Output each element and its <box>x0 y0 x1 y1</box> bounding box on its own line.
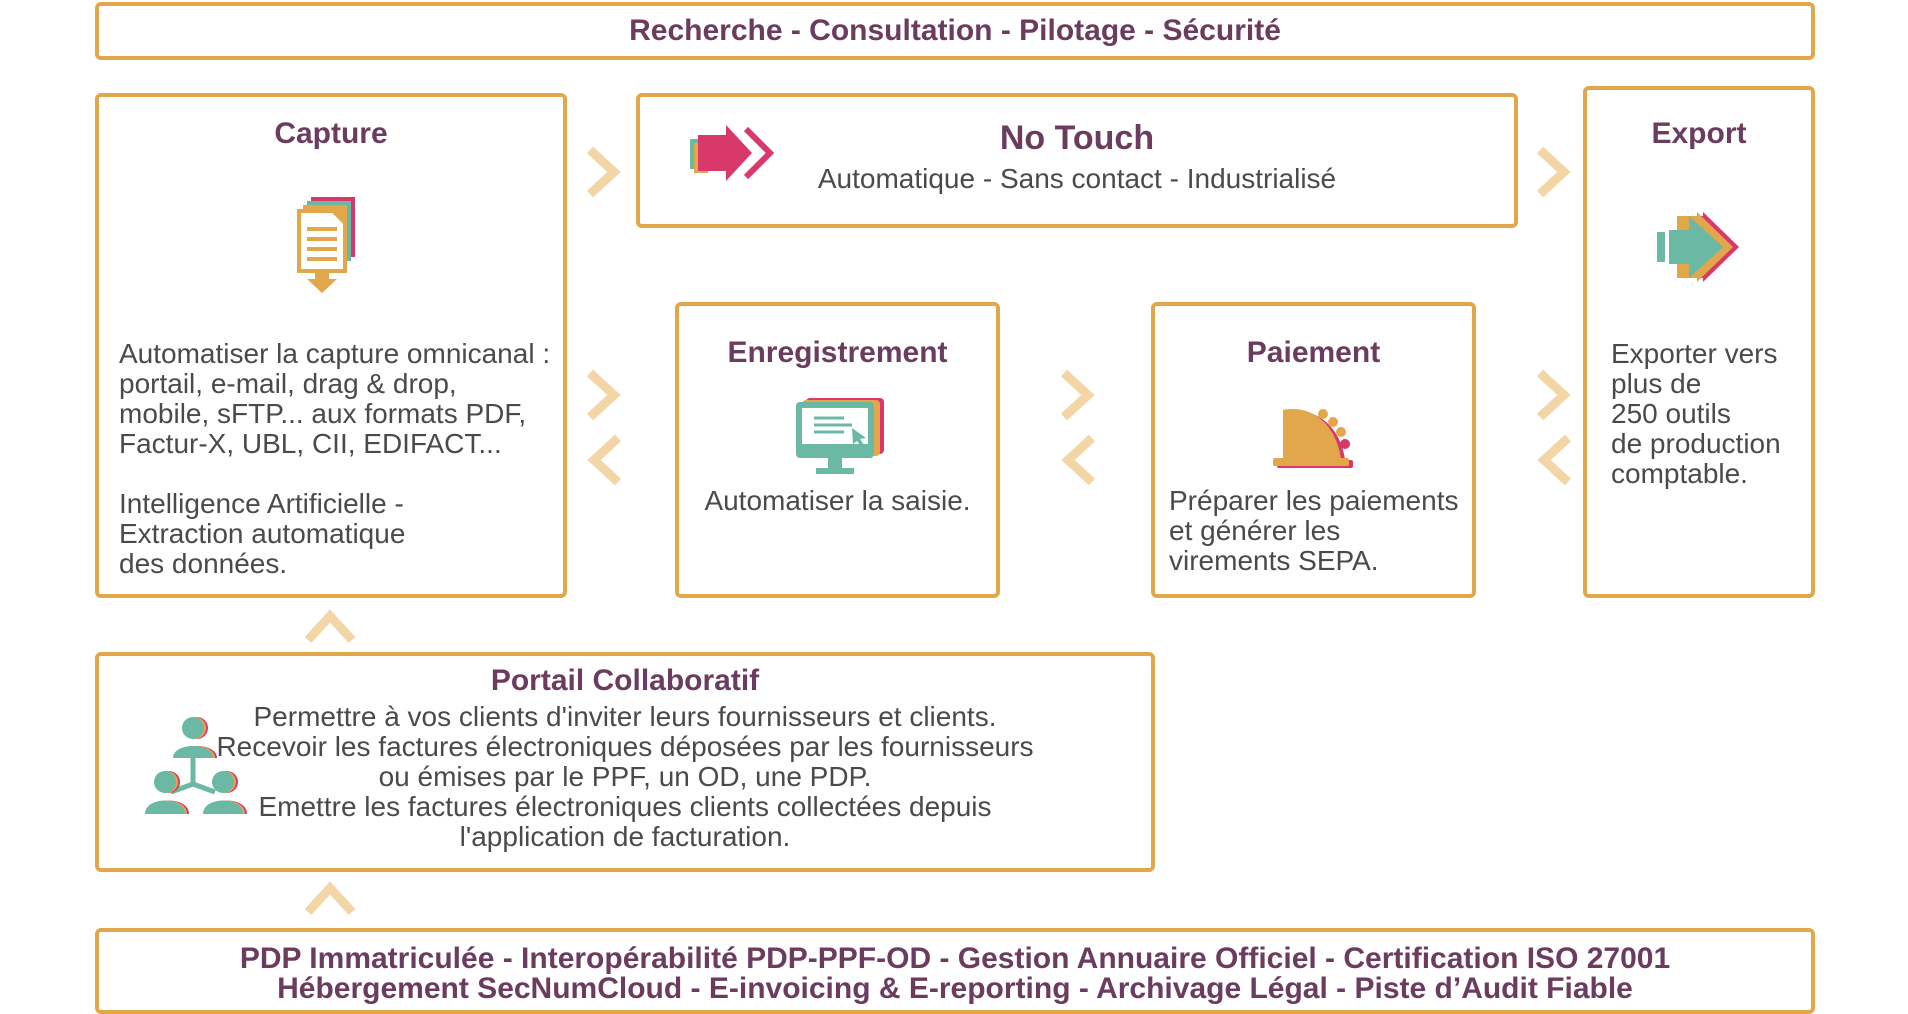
capture-line: Automatiser la capture omnicanal : <box>119 338 551 369</box>
people-network-icon <box>145 717 247 814</box>
portail-box: Portail Collaboratif <box>95 652 1155 872</box>
top-banner-text: Recherche - Consultation - Pilotage - Sé… <box>629 14 1281 47</box>
portail-title: Portail Collaboratif <box>490 664 760 697</box>
enregistrement-title: Enregistrement <box>727 336 948 369</box>
export-line: de production <box>1611 428 1781 459</box>
chevron-left-icon <box>1537 434 1572 486</box>
bottom-banner-line: PDP Immatriculée - Interopérabilité PDP-… <box>239 942 1671 975</box>
chevron-left-icon <box>1061 434 1096 486</box>
monitor-icon <box>796 398 884 474</box>
paiement-title: Paiement <box>1246 336 1381 369</box>
chevron-right-icon <box>1536 146 1571 198</box>
export-arrow-icon <box>1657 212 1739 282</box>
portail-line: Permettre à vos clients d'inviter leurs … <box>253 701 997 732</box>
capture-title: Capture <box>274 117 388 150</box>
capture-line: Extraction automatique <box>119 518 406 549</box>
portail-line: l'application de facturation. <box>459 821 791 852</box>
export-title: Export <box>1651 117 1747 150</box>
capture-line: Intelligence Artificielle - <box>119 488 404 519</box>
no-touch-box: No Touch Automatique - Sans contact - In… <box>636 93 1518 228</box>
capture-text-1: Automatiser la capture omnicanal : porta… <box>119 339 550 459</box>
capture-line: portail, e-mail, drag & drop, <box>119 368 457 399</box>
paiement-line: Préparer les paiements <box>1169 485 1459 516</box>
chevron-up-icon <box>304 609 356 644</box>
export-box: Export Exporter vers plus de 250 outils … <box>1583 86 1815 598</box>
capture-box: Capture Automatiser la capture omnicanal… <box>95 93 567 598</box>
export-line: plus de <box>1611 368 1702 399</box>
capture-line: mobile, sFTP... aux formats PDF, <box>119 398 527 429</box>
no-touch-subtitle: Automatique - Sans contact - Industriali… <box>817 163 1337 194</box>
top-banner: Recherche - Consultation - Pilotage - Sé… <box>95 2 1815 60</box>
chevron-right-icon <box>586 369 621 421</box>
double-arrow-icon <box>690 125 774 181</box>
paiement-text: Préparer les paiements et générer les vi… <box>1169 486 1458 576</box>
paiement-line: et générer les <box>1169 515 1341 546</box>
capture-text-2: Intelligence Artificielle - Extraction a… <box>119 489 405 579</box>
capture-line: Factur-X, UBL, CII, EDIFACT... <box>119 428 502 459</box>
export-line: Exporter vers <box>1611 338 1778 369</box>
no-touch-title: No Touch <box>999 119 1155 157</box>
portail-line: Emettre les factures électroniques clien… <box>258 791 992 822</box>
chevron-left-icon <box>587 434 622 486</box>
portail-text: Permettre à vos clients d'inviter leurs … <box>99 702 1151 852</box>
chevron-right-icon <box>1536 369 1571 421</box>
document-download-icon <box>297 197 355 293</box>
capture-line: des données. <box>119 548 288 579</box>
paiement-box: Paiement Préparer les paiements et génér… <box>1151 302 1476 598</box>
chevron-right-icon <box>586 146 621 198</box>
chevron-up-icon <box>304 881 356 916</box>
portail-line: ou émises par le PPF, un OD, une PDP. <box>378 761 872 792</box>
export-text: Exporter vers plus de 250 outils de prod… <box>1611 339 1781 489</box>
bottom-banner: PDP Immatriculée - Interopérabilité PDP-… <box>95 928 1815 1014</box>
enregistrement-text: Automatiser la saisie. <box>704 485 971 516</box>
cash-register-icon <box>1273 409 1353 468</box>
bottom-banner-text: PDP Immatriculée - Interopérabilité PDP-… <box>99 944 1811 1004</box>
paiement-line: virements SEPA. <box>1169 545 1379 576</box>
bottom-banner-line: Hébergement SecNumCloud - E-invoicing & … <box>277 972 1633 1005</box>
enregistrement-box: Enregistrement Automatiser la saisie. <box>675 302 1000 598</box>
portail-line: Recevoir les factures électroniques dépo… <box>216 731 1034 762</box>
export-line: comptable. <box>1611 458 1748 489</box>
export-line: 250 outils <box>1611 398 1731 429</box>
chevron-right-icon <box>1060 369 1095 421</box>
